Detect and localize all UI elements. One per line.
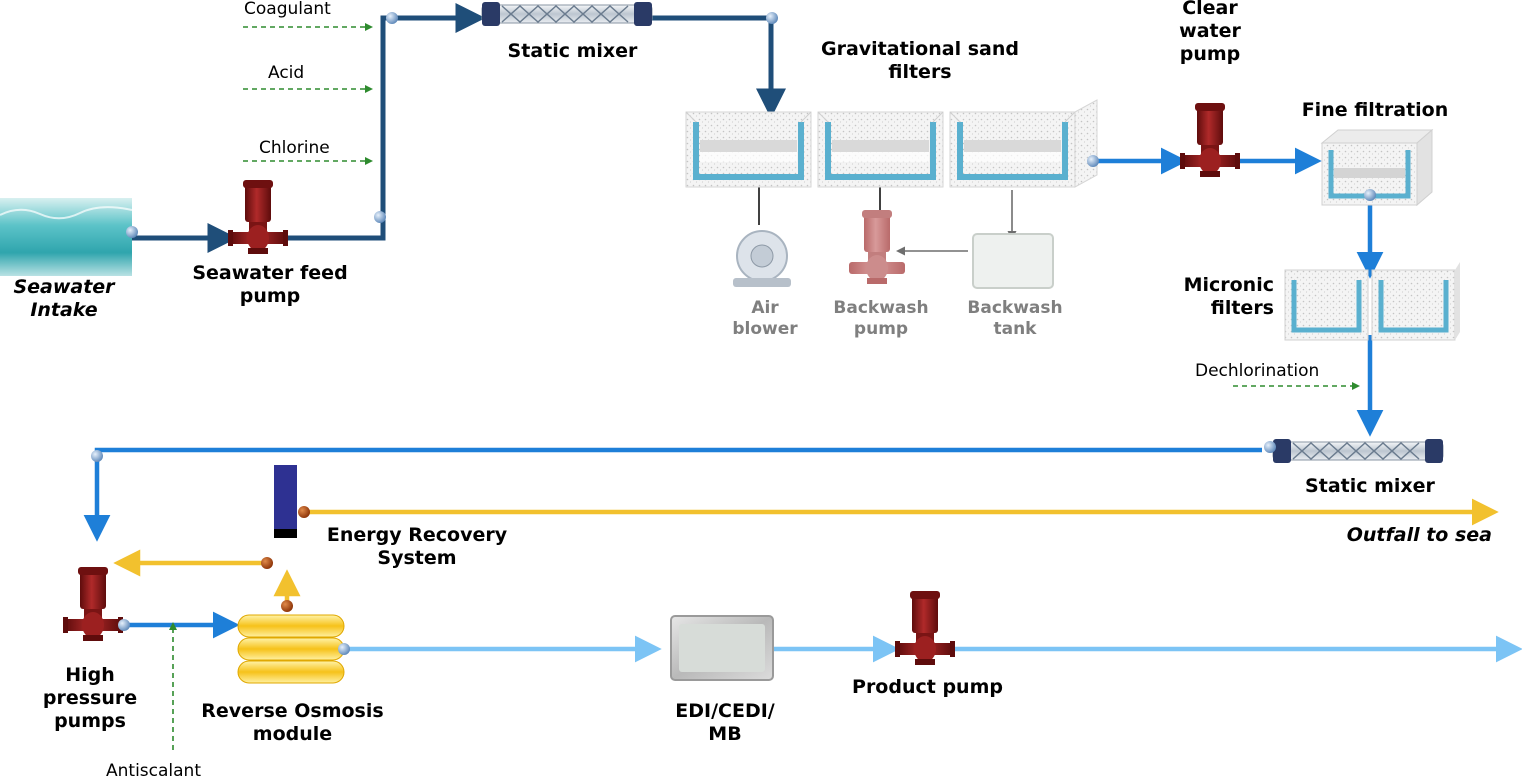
backwash-tank-icon [972, 233, 1054, 289]
backwash-tank-label: Backwash tank [967, 298, 1063, 339]
outfall-label: Outfall to sea [1346, 524, 1492, 546]
sand-filter-2-icon [818, 112, 943, 187]
fine-filtration-label: Fine filtration [1301, 99, 1449, 121]
static-mixer-2-label: Static mixer [1305, 475, 1435, 497]
edi-unit-icon [670, 615, 774, 681]
pretreatment-line [132, 3, 786, 253]
acid-label: Acid [268, 63, 305, 83]
product-pump-label: Product pump [852, 676, 1003, 698]
micronic-filters-icon [1284, 262, 1460, 341]
sand-filter-1-icon [686, 112, 811, 187]
chemical-dosing-lines [169, 23, 1360, 750]
connection-nodes [91, 12, 1376, 655]
clear-water-pump-icon [1180, 103, 1240, 177]
dechlorination-label: Dechlorination [1195, 361, 1320, 381]
sand-filters-label: Gravitational sand filters [821, 38, 1019, 84]
energy-recovery-icon [274, 465, 297, 538]
air-blower-label: Air blower [732, 298, 798, 339]
static-mixer-1-label: Static mixer [507, 40, 638, 62]
backwash-pump-label: Backwash pump [833, 298, 929, 339]
antiscalant-label: Antiscalant [106, 761, 201, 781]
seawater-feed-pump-icon [228, 180, 288, 254]
seawater-wave-icon [0, 206, 133, 220]
chlorine-label: Chlorine [259, 138, 330, 158]
mixer-to-sand-filter-line [645, 15, 786, 119]
sand-filter-3-icon [950, 112, 1075, 187]
air-blower-icon [733, 230, 791, 287]
static-mixer-2-icon [1272, 438, 1444, 464]
high-pressure-pumps-label: High pressure pumps [42, 664, 138, 733]
fine-filtration-icon [1320, 128, 1434, 207]
ro-module-label: Reverse Osmosis module [201, 700, 384, 746]
seawater-intake-image [0, 198, 132, 276]
product-pump-icon [895, 591, 955, 665]
energy-recovery-label: Energy Recovery System [326, 524, 508, 570]
micronic-filters-label: Micronic filters [1183, 274, 1274, 320]
clear-water-pump-label: Clear water pump [1179, 0, 1241, 66]
seawater-intake-label: Seawater Intake [13, 276, 115, 322]
ro-module-icon [237, 614, 345, 684]
coagulant-label: Coagulant [244, 0, 331, 19]
static-mixer-to-hp-pump-line [83, 447, 1262, 542]
pump-to-mixer-line [285, 3, 486, 241]
high-pressure-pump-icon [63, 567, 123, 641]
seawater-feed-pump-label: Seawater feed pump [192, 262, 348, 308]
backwash-pump-icon [849, 210, 905, 284]
sand-filter-side-icon [1074, 99, 1098, 188]
static-mixer-1-icon [481, 1, 653, 27]
edi-label: EDI/CEDI/ MB [675, 700, 775, 746]
